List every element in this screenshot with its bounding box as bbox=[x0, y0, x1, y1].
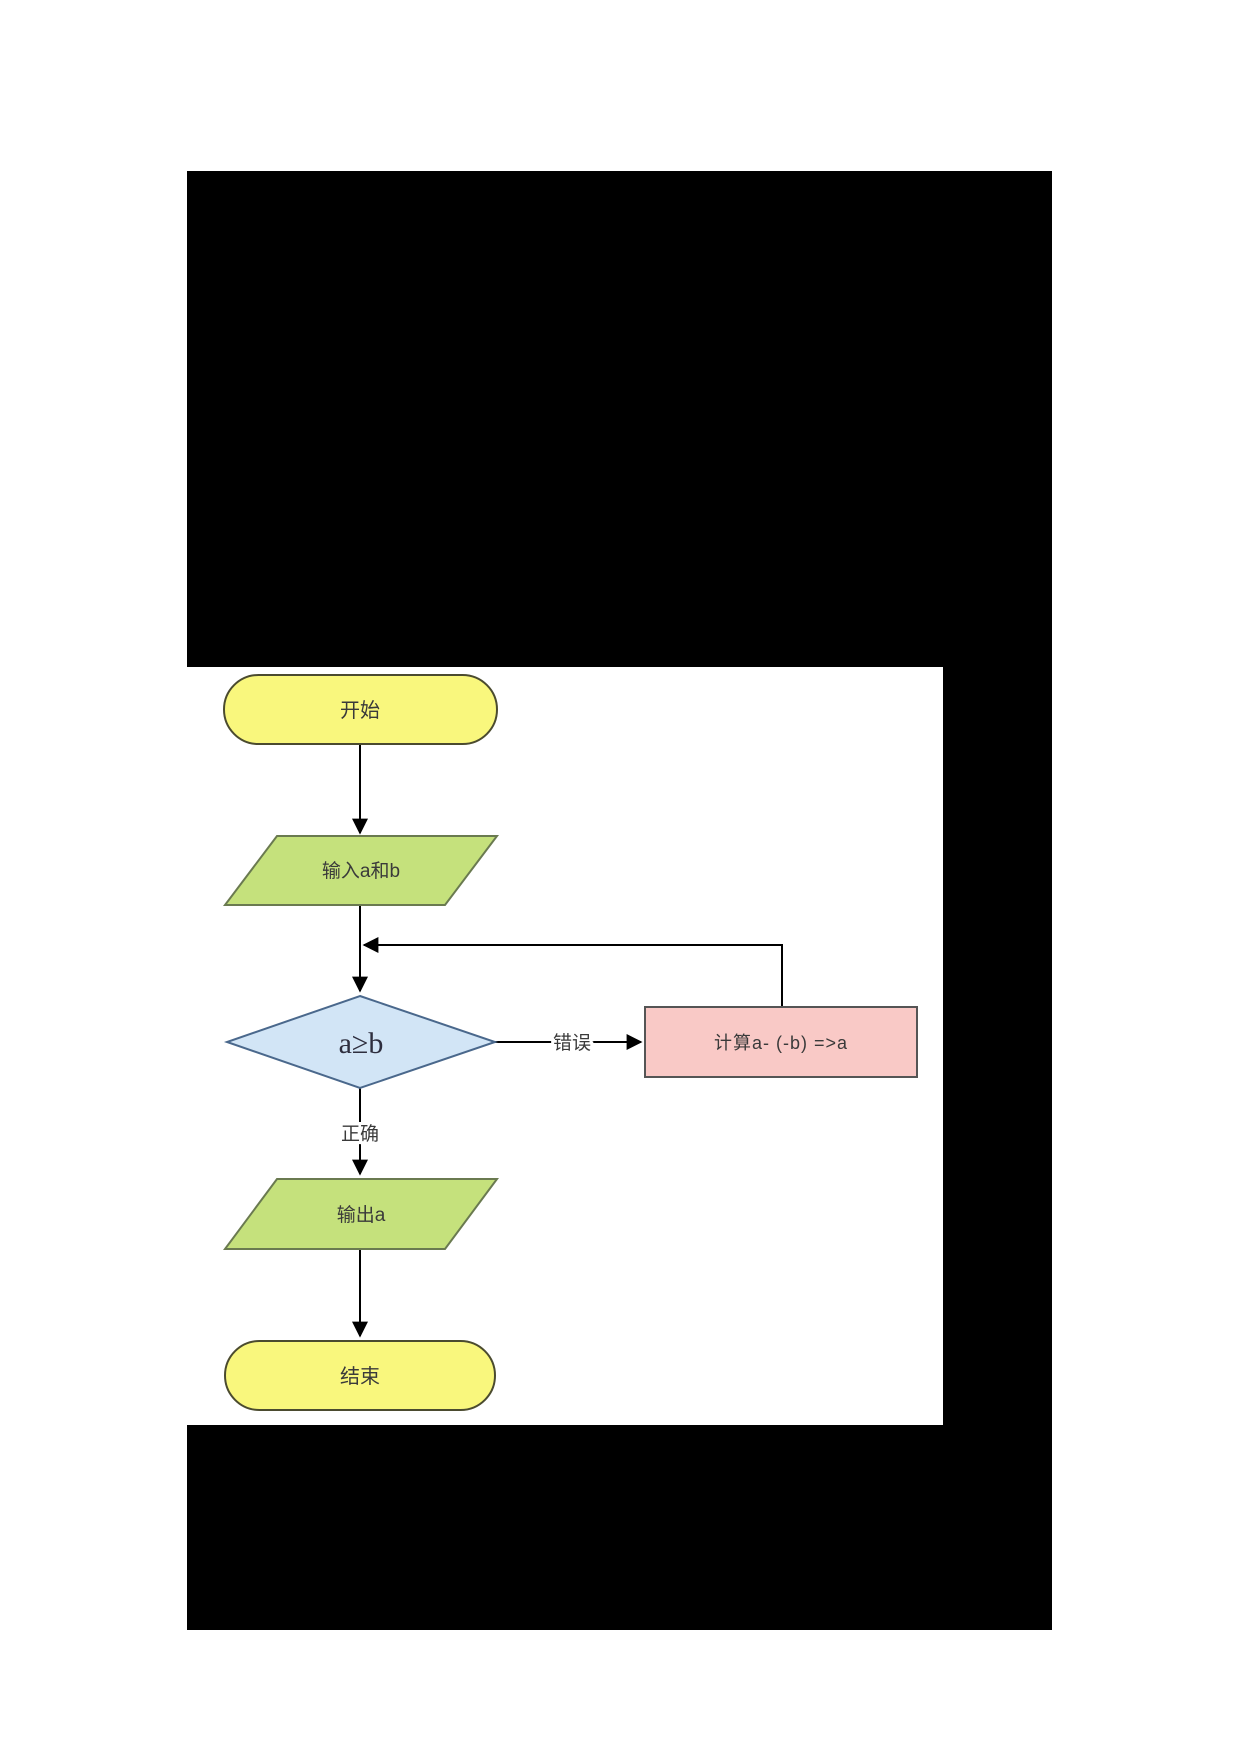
process-node-label: 计算a- (-b) =>a bbox=[714, 1033, 848, 1053]
decision-node-label: a≥b bbox=[339, 1027, 384, 1060]
output-node-label: 输出a bbox=[337, 1204, 386, 1226]
true-branch-label: 正确 bbox=[341, 1123, 379, 1145]
start-node-label: 开始 bbox=[340, 699, 380, 722]
decision-node bbox=[223, 994, 499, 1090]
edge-process-loopback bbox=[362, 937, 783, 1007]
output-node bbox=[223, 1178, 499, 1250]
start-node bbox=[223, 674, 498, 745]
input-node-label: 输入a和b bbox=[322, 860, 400, 882]
false-branch-label: 错误 bbox=[553, 1032, 591, 1054]
process-node bbox=[644, 1006, 918, 1078]
input-node bbox=[222, 835, 500, 906]
end-node bbox=[224, 1340, 496, 1411]
end-node-label: 结束 bbox=[340, 1365, 380, 1388]
